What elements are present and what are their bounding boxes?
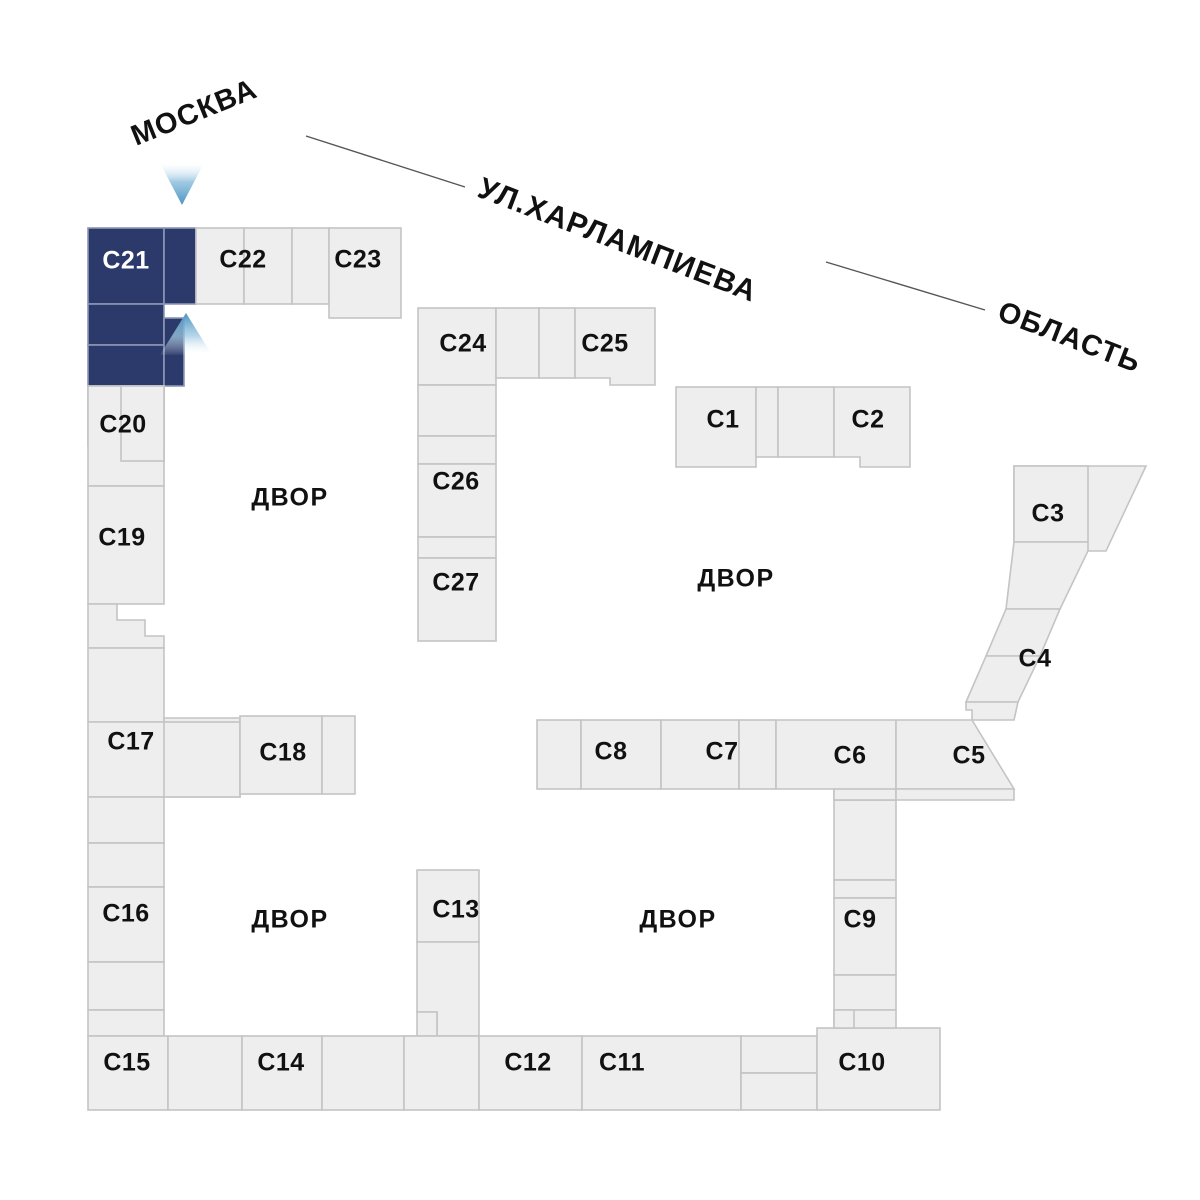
section-label-C11: C11 xyxy=(599,1049,645,1077)
section-C17-unit-c[interactable] xyxy=(163,721,241,798)
section-C4-unit-c[interactable] xyxy=(965,701,1019,721)
section-label-C16: C16 xyxy=(102,900,149,928)
section-C9-notch[interactable] xyxy=(833,1009,855,1029)
section-C21-unit-d[interactable] xyxy=(87,344,165,387)
section-label-C4: C4 xyxy=(1019,645,1052,673)
yard-label-se: ДВОР xyxy=(639,906,716,934)
section-C15-unit-a[interactable] xyxy=(87,1035,169,1111)
block-east-row xyxy=(536,719,1016,801)
section-C8-unit-a[interactable] xyxy=(536,719,582,790)
section-label-C21: C21 xyxy=(102,247,149,275)
section-C16-unit-b[interactable] xyxy=(87,842,165,888)
section-C16-unit-a[interactable] xyxy=(87,796,165,844)
section-label-C8: C8 xyxy=(595,738,628,766)
section-label-C17: C17 xyxy=(107,728,154,756)
section-C19-unit-a[interactable] xyxy=(87,485,165,605)
section-label-C13: C13 xyxy=(432,896,479,924)
section-label-C12: C12 xyxy=(504,1049,551,1077)
section-label-C6: C6 xyxy=(834,742,867,770)
section-label-C7: C7 xyxy=(706,738,739,766)
arrow-inbound-icon xyxy=(160,163,204,205)
section-C5-unit-b[interactable] xyxy=(895,788,1015,801)
section-label-C25: C25 xyxy=(581,330,628,358)
section-C27-unit-a[interactable] xyxy=(417,536,497,559)
section-C26-unit-a[interactable] xyxy=(417,384,497,437)
section-label-C19: C19 xyxy=(98,524,145,552)
section-C12-unit-b[interactable] xyxy=(478,1035,583,1111)
section-C11-unit-c[interactable] xyxy=(740,1072,818,1111)
leader-line-right xyxy=(825,261,986,311)
section-C24-unit-b[interactable] xyxy=(495,307,540,379)
section-label-C23: C23 xyxy=(334,246,381,274)
section-C26-unit-c[interactable] xyxy=(417,463,497,538)
arrow-outbound-icon xyxy=(160,313,212,355)
section-C3-unit-b[interactable] xyxy=(1005,541,1089,610)
section-C11-unit-b[interactable] xyxy=(740,1035,818,1074)
section-C25-unit-a[interactable] xyxy=(538,307,576,379)
direction-arrows xyxy=(160,163,212,355)
section-label-C9: C9 xyxy=(844,906,877,934)
yard-label-sw: ДВОР xyxy=(251,906,328,934)
block-centre-south xyxy=(403,869,583,1111)
section-label-C3: C3 xyxy=(1032,500,1065,528)
block-centre-north xyxy=(417,307,656,642)
section-gap-unit-c22-c23[interactable] xyxy=(291,227,330,305)
yard-label-ne: ДВОР xyxy=(697,565,774,593)
section-C14-unit-b[interactable] xyxy=(321,1035,405,1111)
section-C10-unit-a[interactable] xyxy=(816,1027,941,1111)
section-C26-unit-b[interactable] xyxy=(417,435,497,465)
section-C24-unit-a[interactable] xyxy=(417,307,497,386)
section-label-C5: C5 xyxy=(953,742,986,770)
section-C23-unit-a[interactable] xyxy=(328,227,402,319)
section-C1-unit-a[interactable] xyxy=(675,386,757,468)
section-C6-unit-b[interactable] xyxy=(833,788,897,801)
section-C16-unit-d[interactable] xyxy=(87,961,165,1011)
section-C9-unit-c[interactable] xyxy=(833,897,897,976)
section-C27-unit-b[interactable] xyxy=(417,557,497,642)
yard-label-nw: ДВОР xyxy=(251,484,328,512)
section-C12-unit-a[interactable] xyxy=(403,1035,480,1111)
section-C17-unit-a[interactable] xyxy=(87,647,165,723)
section-C25-unit-b[interactable] xyxy=(574,307,656,386)
section-label-C14: C14 xyxy=(257,1049,304,1077)
block-north-east xyxy=(675,386,911,468)
section-C7-unit-a[interactable] xyxy=(660,719,740,790)
block-east-wing xyxy=(964,465,1148,721)
section-C21-unit-c[interactable] xyxy=(87,303,165,346)
section-C9-unit-b[interactable] xyxy=(833,879,897,899)
section-C13-unit-a[interactable] xyxy=(416,869,480,943)
section-C20-notch[interactable] xyxy=(120,385,165,462)
block-south-west xyxy=(87,796,405,1111)
leader-line-left xyxy=(305,135,466,188)
courtyard-labels: ДВОР ДВОР ДВОР ДВОР xyxy=(251,484,774,934)
section-C1-unit-b[interactable] xyxy=(755,386,779,458)
section-C8-unit-b[interactable] xyxy=(580,719,662,790)
section-C16-unit-e[interactable] xyxy=(87,1009,165,1037)
block-south-east xyxy=(581,799,941,1111)
section-label-C22: C22 xyxy=(219,246,266,274)
block-west xyxy=(87,647,356,798)
section-C2-unit-a[interactable] xyxy=(777,386,835,458)
block-north-west xyxy=(87,227,402,649)
section-label-C10: C10 xyxy=(838,1049,885,1077)
section-C18-unit-b[interactable] xyxy=(321,715,356,795)
section-label-C18: C18 xyxy=(259,739,306,767)
section-C21-unit-b[interactable] xyxy=(163,227,197,305)
section-C15-unit-b[interactable] xyxy=(167,1035,243,1111)
section-label-C2: C2 xyxy=(852,406,885,434)
section-labels: C1 C2 C3 C4 C5 C6 C7 C8 C9 C10 C11 C12 C… xyxy=(98,246,1064,1077)
section-label-C1: C1 xyxy=(707,406,740,434)
section-label-C26: C26 xyxy=(432,468,479,496)
section-C9-unit-d[interactable] xyxy=(833,974,897,1011)
section-label-C20: C20 xyxy=(99,411,146,439)
section-label-C24: C24 xyxy=(439,330,486,358)
section-C16-unit-c[interactable] xyxy=(87,886,165,963)
section-label-C15: C15 xyxy=(103,1049,150,1077)
section-label-C27: C27 xyxy=(432,569,479,597)
section-C2-unit-b[interactable] xyxy=(833,386,911,468)
section-C7-unit-b[interactable] xyxy=(738,719,777,790)
section-C9-unit-a[interactable] xyxy=(833,799,897,881)
